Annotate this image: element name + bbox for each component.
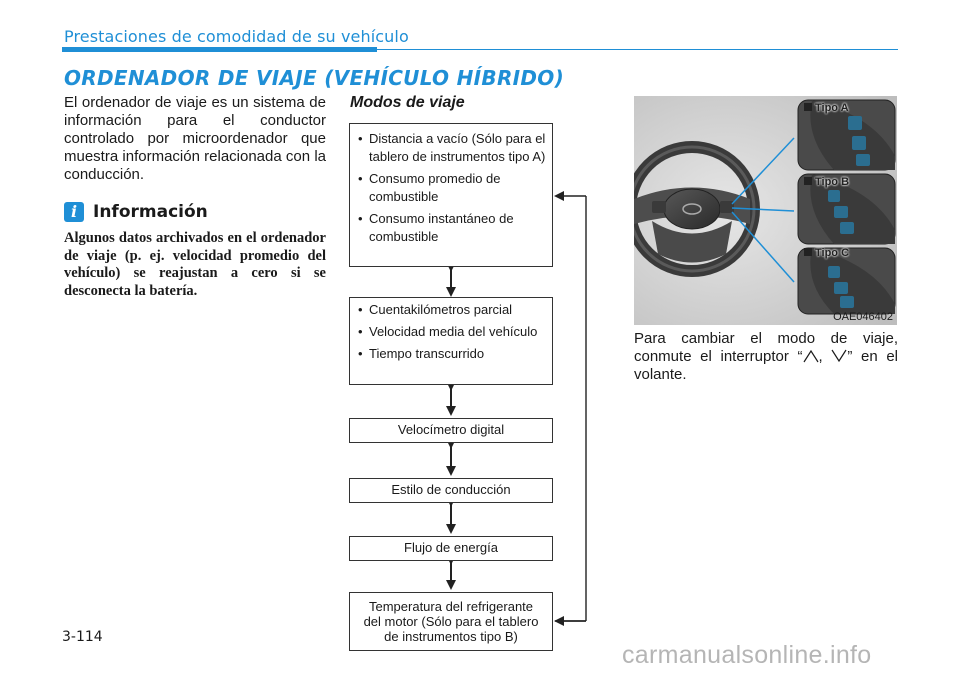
tipo-c-inset: [797, 247, 896, 315]
mode-box-2: Cuentakilómetros parcial Velocidad media…: [349, 297, 553, 385]
mode-box-1-item: Consumo instantáneo de combustible: [350, 210, 552, 246]
callout-lines: [731, 137, 795, 283]
coolant-line: Temperatura del refrigerante: [368, 599, 534, 614]
square-bullet-icon: [804, 103, 812, 111]
watermark: carmanualsonline.info: [622, 641, 872, 669]
mode-box-1-item: Distancia a vacío (Sólo para el tablero …: [350, 130, 552, 166]
photo-id: OAE046402: [833, 311, 893, 323]
page-number: 3-114: [62, 629, 103, 645]
intro-paragraph: El ordenador de viaje es un sistema de i…: [64, 94, 326, 183]
tipo-a-inset: [797, 99, 896, 171]
modes-title: Modos de viaje: [350, 94, 465, 111]
info-heading: i Información: [64, 201, 208, 223]
header-rule-thin: [377, 49, 898, 50]
mode-box-digital-speedometer: Velocímetro digital: [349, 418, 553, 443]
section-title: ORDENADOR DE VIAJE (VEHÍCULO HÍBRIDO): [64, 66, 565, 90]
mode-box-driving-style: Estilo de conducción: [349, 478, 553, 503]
info-body: Algunos datos archivados en el ordenador…: [64, 230, 326, 299]
info-icon: i: [64, 202, 84, 222]
mode-box-coolant-temp: Temperatura del refrigerante del motor (…: [349, 592, 553, 651]
mode-box-1-item: Consumo promedio de combustible: [350, 170, 552, 206]
loop-connector: [554, 191, 587, 626]
header-title: Prestaciones de comodidad de su vehículo: [64, 27, 409, 46]
tipo-c-label: Tipo C: [804, 247, 849, 259]
chevron-up-icon: [803, 349, 819, 363]
change-mode-text: Para cambiar el modo de viaje, conmute e…: [634, 330, 898, 383]
steering-wheel-illustration: [634, 96, 897, 325]
mode-box-energy-flow: Flujo de energía: [349, 536, 553, 561]
coolant-line: del motor (Sólo para el tablero: [363, 614, 539, 629]
info-title: Información: [93, 202, 208, 222]
coolant-line: de instrumentos tipo B): [384, 629, 518, 644]
chevron-down-icon: [831, 349, 847, 363]
tipo-a-label: Tipo A: [804, 102, 849, 114]
square-bullet-icon: [804, 177, 812, 185]
mode-box-2-item: Cuentakilómetros parcial: [350, 301, 552, 319]
mode-box-2-item: Tiempo transcurrido: [350, 345, 552, 363]
tipo-b-label: Tipo B: [804, 176, 849, 188]
header-rule-thick: [62, 47, 377, 52]
mode-box-2-item: Velocidad media del vehículo: [350, 323, 552, 341]
mode-box-1: Distancia a vacío (Sólo para el tablero …: [349, 123, 553, 267]
tipo-b-inset: [797, 173, 896, 245]
steering-wheel-photo: Tipo A Tipo B Tipo C OAE046402: [634, 96, 897, 325]
square-bullet-icon: [804, 248, 812, 256]
